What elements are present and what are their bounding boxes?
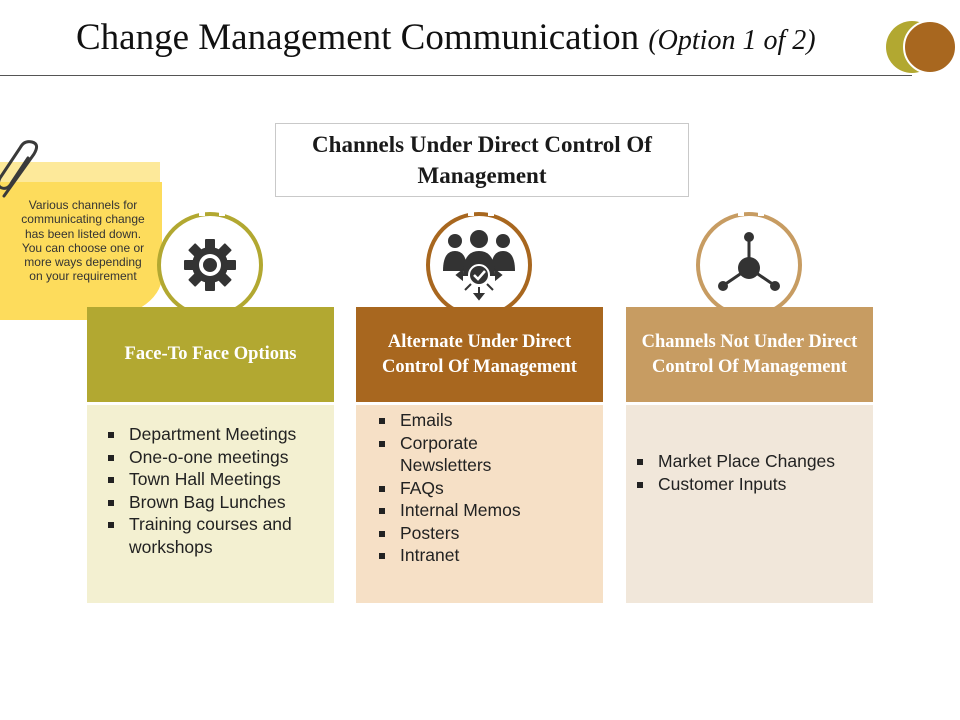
list-item: Customer Inputs (634, 473, 873, 496)
column-body-alternate: Emails Corporate Newsletters FAQs Intern… (356, 405, 603, 603)
network-hub-icon-ring (696, 212, 802, 318)
list-item: Training courses and workshops (105, 513, 334, 558)
list-item: Town Hall Meetings (105, 468, 334, 491)
column-body-face-to-face: Department Meetings One-o-one meetings T… (87, 405, 334, 603)
sticky-note-text: Various channels for communicating chang… (21, 198, 145, 284)
gear-icon-ring (157, 212, 263, 318)
list-item: Department Meetings (105, 423, 334, 446)
title-main: Change Management Communication (76, 17, 640, 58)
list-item: FAQs (376, 477, 603, 500)
team-check-icon (443, 230, 515, 301)
slide-title: Change Management Communication (Option … (76, 14, 876, 65)
list-item: Internal Memos (376, 499, 603, 522)
list-item: Emails (376, 409, 603, 432)
list-item: Intranet (376, 544, 603, 567)
list-item: Market Place Changes (634, 450, 873, 473)
column-body-not-under-control: Market Place Changes Customer Inputs (626, 405, 873, 603)
column-header-face-to-face: Face-To Face Options (87, 307, 334, 402)
bullet-list: Department Meetings One-o-one meetings T… (105, 423, 334, 558)
decorative-circle-brown (903, 20, 957, 74)
bullet-list: Emails Corporate Newsletters FAQs Intern… (376, 409, 603, 567)
paperclip-icon (0, 140, 39, 198)
list-item: One-o-one meetings (105, 446, 334, 469)
column-header-alternate: Alternate Under Direct Control Of Manage… (356, 307, 603, 402)
title-divider (0, 75, 912, 76)
sticky-note-fold (0, 162, 160, 184)
title-suffix: (Option 1 of 2) (648, 25, 816, 56)
column-header-not-under-control: Channels Not Under Direct Control Of Man… (626, 307, 873, 402)
team-check-icon-ring (426, 212, 532, 318)
gear-icon (184, 239, 236, 291)
section-heading: Channels Under Direct Control Of Managem… (275, 123, 689, 197)
list-item: Brown Bag Lunches (105, 491, 334, 514)
bullet-list: Market Place Changes Customer Inputs (634, 450, 873, 495)
list-item: Corporate Newsletters (376, 432, 506, 477)
list-item: Posters (376, 522, 603, 545)
network-hub-icon (718, 232, 780, 291)
sticky-note (0, 182, 162, 320)
